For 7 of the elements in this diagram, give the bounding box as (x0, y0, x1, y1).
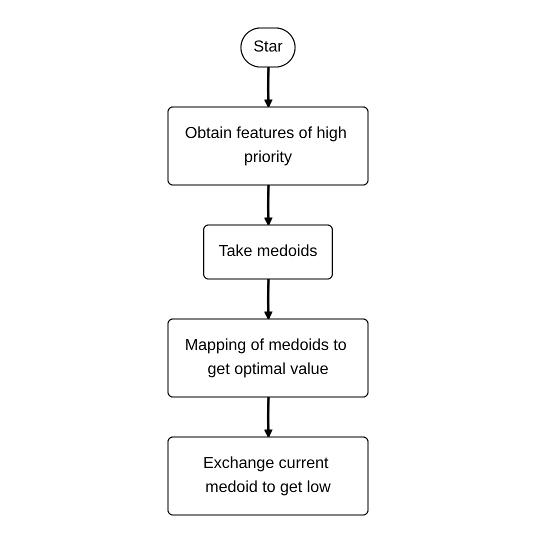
node-text: Exchange current medoid to get low (202, 454, 330, 496)
arrow (263, 396, 272, 438)
node-text: Obtain features of high priority (184, 124, 346, 166)
arrow (263, 278, 272, 320)
arrow (263, 184, 272, 226)
arrow (263, 66, 272, 108)
node-text: Mapping of medoids to get optimal value (184, 336, 346, 378)
